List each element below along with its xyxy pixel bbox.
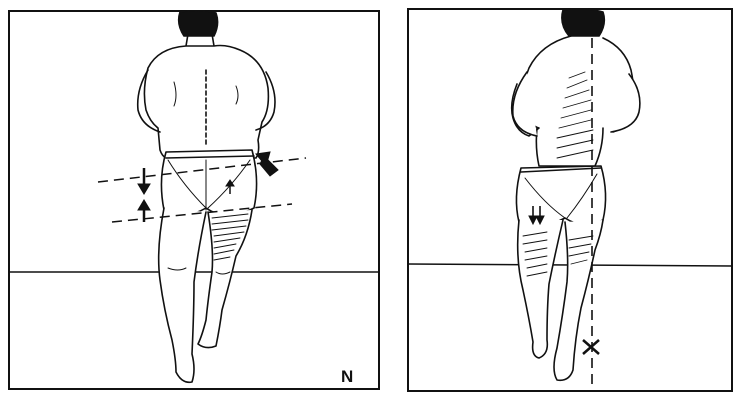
hair	[562, 8, 604, 36]
pelvis-briefs	[161, 150, 256, 215]
corner-label: N	[341, 367, 353, 387]
right-figure-drawing	[407, 8, 733, 392]
hair	[179, 10, 218, 36]
illustration-panel-right	[407, 8, 733, 392]
illustration-panel-left: N	[8, 10, 380, 390]
left-figure-drawing	[8, 10, 380, 390]
